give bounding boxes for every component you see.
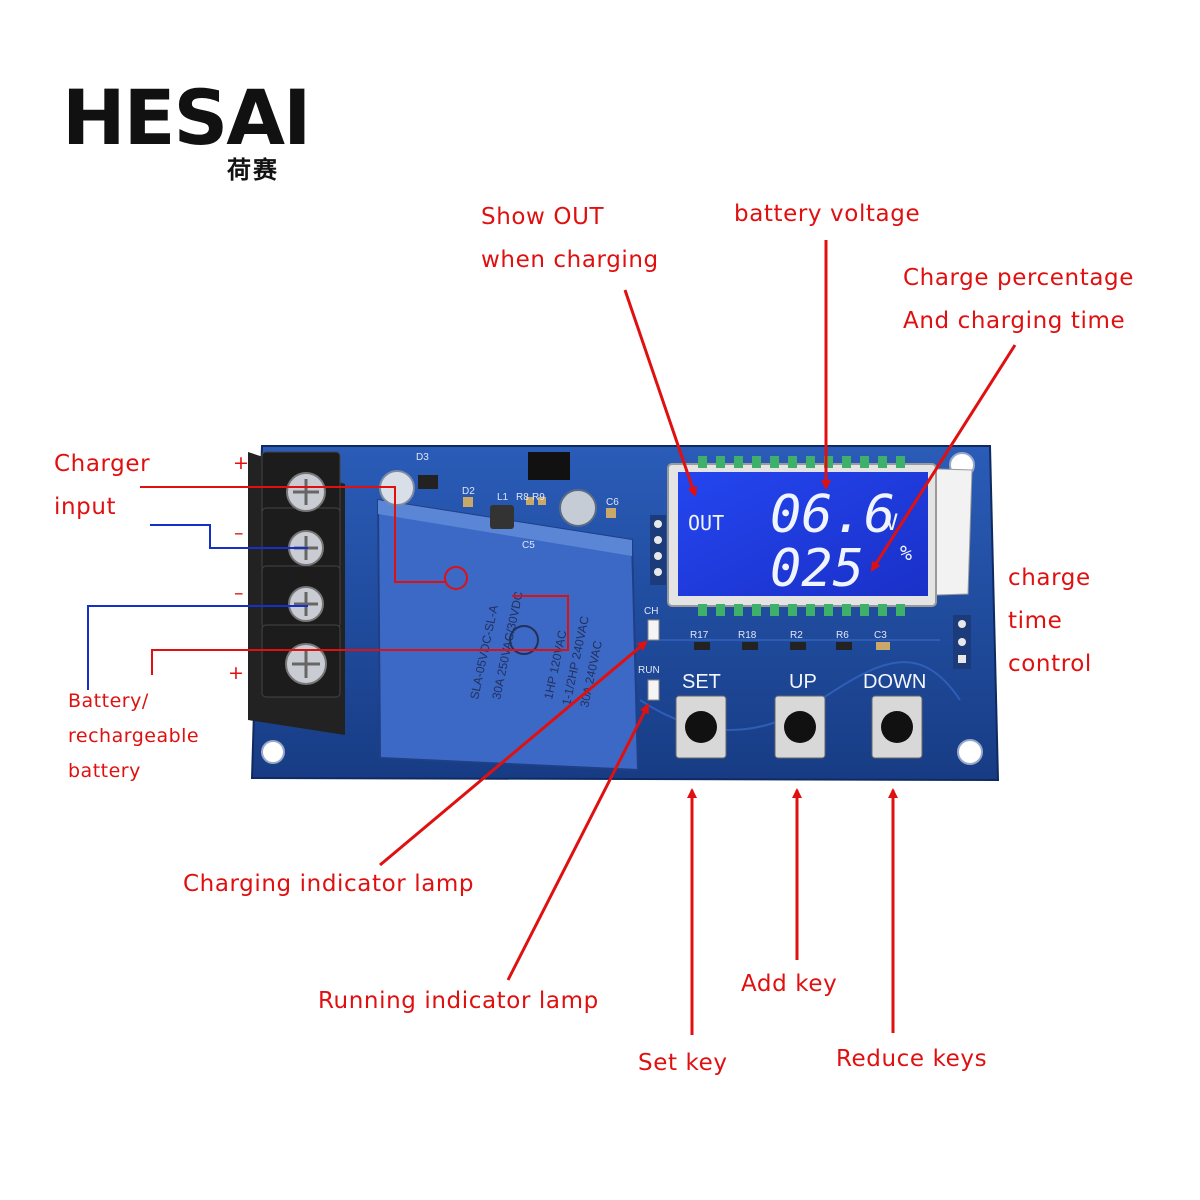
down-key[interactable]: DOWN	[863, 671, 926, 759]
arrow-running-indicator	[506, 703, 650, 981]
terminal-minus-2: –	[234, 582, 245, 604]
label-charge-time-control: charge time control	[1008, 557, 1092, 686]
silk-r9: R9	[532, 492, 545, 503]
charger-input-wire	[140, 486, 446, 583]
label-battery-line1: Battery/	[68, 690, 149, 712]
lcd-mode: OUT	[688, 511, 724, 535]
label-add-key: Add key	[741, 971, 838, 997]
label-charge-percentage-line2: And charging time	[903, 308, 1126, 334]
label-battery-line3: battery	[68, 760, 141, 782]
charging-led	[647, 619, 660, 641]
lcd-percent-unit: %	[900, 541, 912, 565]
lcd-voltage-unit: V	[885, 511, 898, 536]
label-charger-input-line1: Charger	[54, 451, 151, 477]
silk-r8: R8	[516, 492, 529, 503]
silk-c5: C5	[522, 540, 535, 551]
silk-r6: R6	[836, 630, 849, 641]
silk-ch: CH	[644, 606, 658, 617]
silk-r17: R17	[690, 630, 709, 641]
label-charge-percentage: Charge percentage And charging time	[903, 257, 1134, 343]
relay: SLA-05VDC-SL-A 30A 250VAC/30VDC 1HP 120V…	[376, 498, 640, 772]
label-battery: Battery/ rechargeable battery	[68, 684, 199, 789]
set-key-label: SET	[682, 671, 721, 693]
terminal-minus-1: –	[234, 522, 245, 544]
terminal-plus-bottom: +	[228, 662, 245, 684]
brand-logo-cn: 荷赛	[227, 156, 279, 184]
up-key-label: UP	[789, 671, 817, 693]
silk-d2: D2	[462, 486, 475, 497]
cqc-mark-icon	[509, 625, 539, 655]
silk-c3: C3	[874, 630, 887, 641]
running-led	[647, 679, 660, 701]
label-charge-time-control-line1: charge	[1008, 565, 1091, 591]
set-key[interactable]: SET	[675, 671, 727, 759]
silk-d3: D3	[416, 452, 429, 463]
label-charge-percentage-line1: Charge percentage	[903, 265, 1134, 291]
label-set-key: Set key	[638, 1050, 728, 1076]
label-show-out: Show OUT when charging	[481, 196, 659, 282]
silk-c6: C6	[606, 497, 619, 508]
lcd-voltage: 06.6	[770, 485, 895, 545]
label-battery-line2: rechargeable	[68, 725, 200, 747]
battery-wire	[87, 595, 569, 690]
lcd-percent: 025	[770, 539, 864, 599]
silk-l1: L1	[497, 492, 509, 503]
label-charge-time-control-line3: control	[1008, 651, 1092, 677]
brand-logo-text: HESAI	[62, 73, 311, 162]
arrow-show-out	[623, 289, 698, 497]
terminal-plus-top: +	[233, 452, 250, 474]
annotation-arrows	[379, 240, 1017, 1035]
label-charge-time-control-line2: time	[1008, 608, 1063, 634]
arrow-charging-indicator	[379, 640, 648, 867]
silk-r2: R2	[790, 630, 803, 641]
label-charger-input: Charger input	[54, 443, 150, 529]
components: D3 D2 L1 R8 R9 C6 C5 R17 R18 R2 R6 C3 CH…	[379, 452, 971, 701]
label-show-out-line2: when charging	[481, 247, 659, 273]
label-charger-input-line2: input	[54, 494, 117, 520]
label-charging-indicator: Charging indicator lamp	[183, 871, 475, 897]
label-running-indicator: Running indicator lamp	[318, 988, 599, 1014]
down-key-label: DOWN	[863, 671, 926, 693]
silk-run: RUN	[638, 665, 660, 676]
label-show-out-line1: Show OUT	[481, 204, 605, 230]
terminal-block	[248, 451, 345, 735]
up-key[interactable]: UP	[774, 671, 826, 759]
silk-r18: R18	[738, 630, 757, 641]
label-reduce-keys: Reduce keys	[836, 1046, 988, 1072]
label-battery-voltage: battery voltage	[734, 201, 921, 227]
arrow-charge-percentage	[870, 344, 1017, 572]
brand-logo: HESAI 荷赛	[62, 73, 312, 185]
lcd-display: OUT 06.6 V 025 %	[667, 456, 973, 616]
